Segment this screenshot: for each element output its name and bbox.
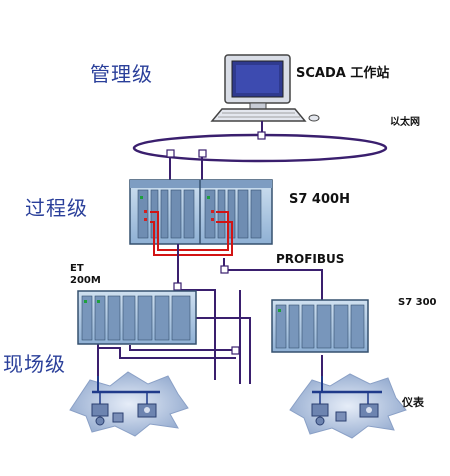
s7-300-label: S7 300 <box>398 297 437 308</box>
profibus-connector <box>220 265 229 274</box>
field-level-label: 现场级 <box>3 352 66 376</box>
redundant-sync-link <box>150 211 233 256</box>
ring-connector <box>166 149 175 158</box>
management-level-label: 管理级 <box>90 62 153 86</box>
ethernet-label: 以太网 <box>390 117 420 128</box>
field-instruments-cloud-left <box>69 371 189 437</box>
field-device-icon <box>91 403 109 426</box>
et200m-label: ET 200M <box>70 263 101 286</box>
s7-400h-label: S7 400H <box>289 192 350 207</box>
ring-connector <box>257 131 266 140</box>
instruments-label: 仪表 <box>402 396 424 409</box>
field-device-icon <box>137 403 157 418</box>
profibus-label: PROFIBUS <box>276 252 345 266</box>
scada-workstation-label: SCADA 工作站 <box>296 66 390 81</box>
field-device-icon <box>335 411 347 422</box>
field-device-icon <box>359 403 379 418</box>
field-device-icon <box>112 412 124 423</box>
field-device-icon <box>311 403 329 426</box>
field-instruments-cloud-right <box>289 373 407 439</box>
profibus-connector <box>173 282 182 291</box>
s7-300-rack-icon <box>271 299 369 353</box>
scada-workstation-icon <box>210 54 320 122</box>
process-level-label: 过程级 <box>25 196 88 220</box>
ring-connector <box>198 149 207 158</box>
et200m-rack-icon <box>77 290 197 345</box>
profibus-connector <box>231 346 240 355</box>
